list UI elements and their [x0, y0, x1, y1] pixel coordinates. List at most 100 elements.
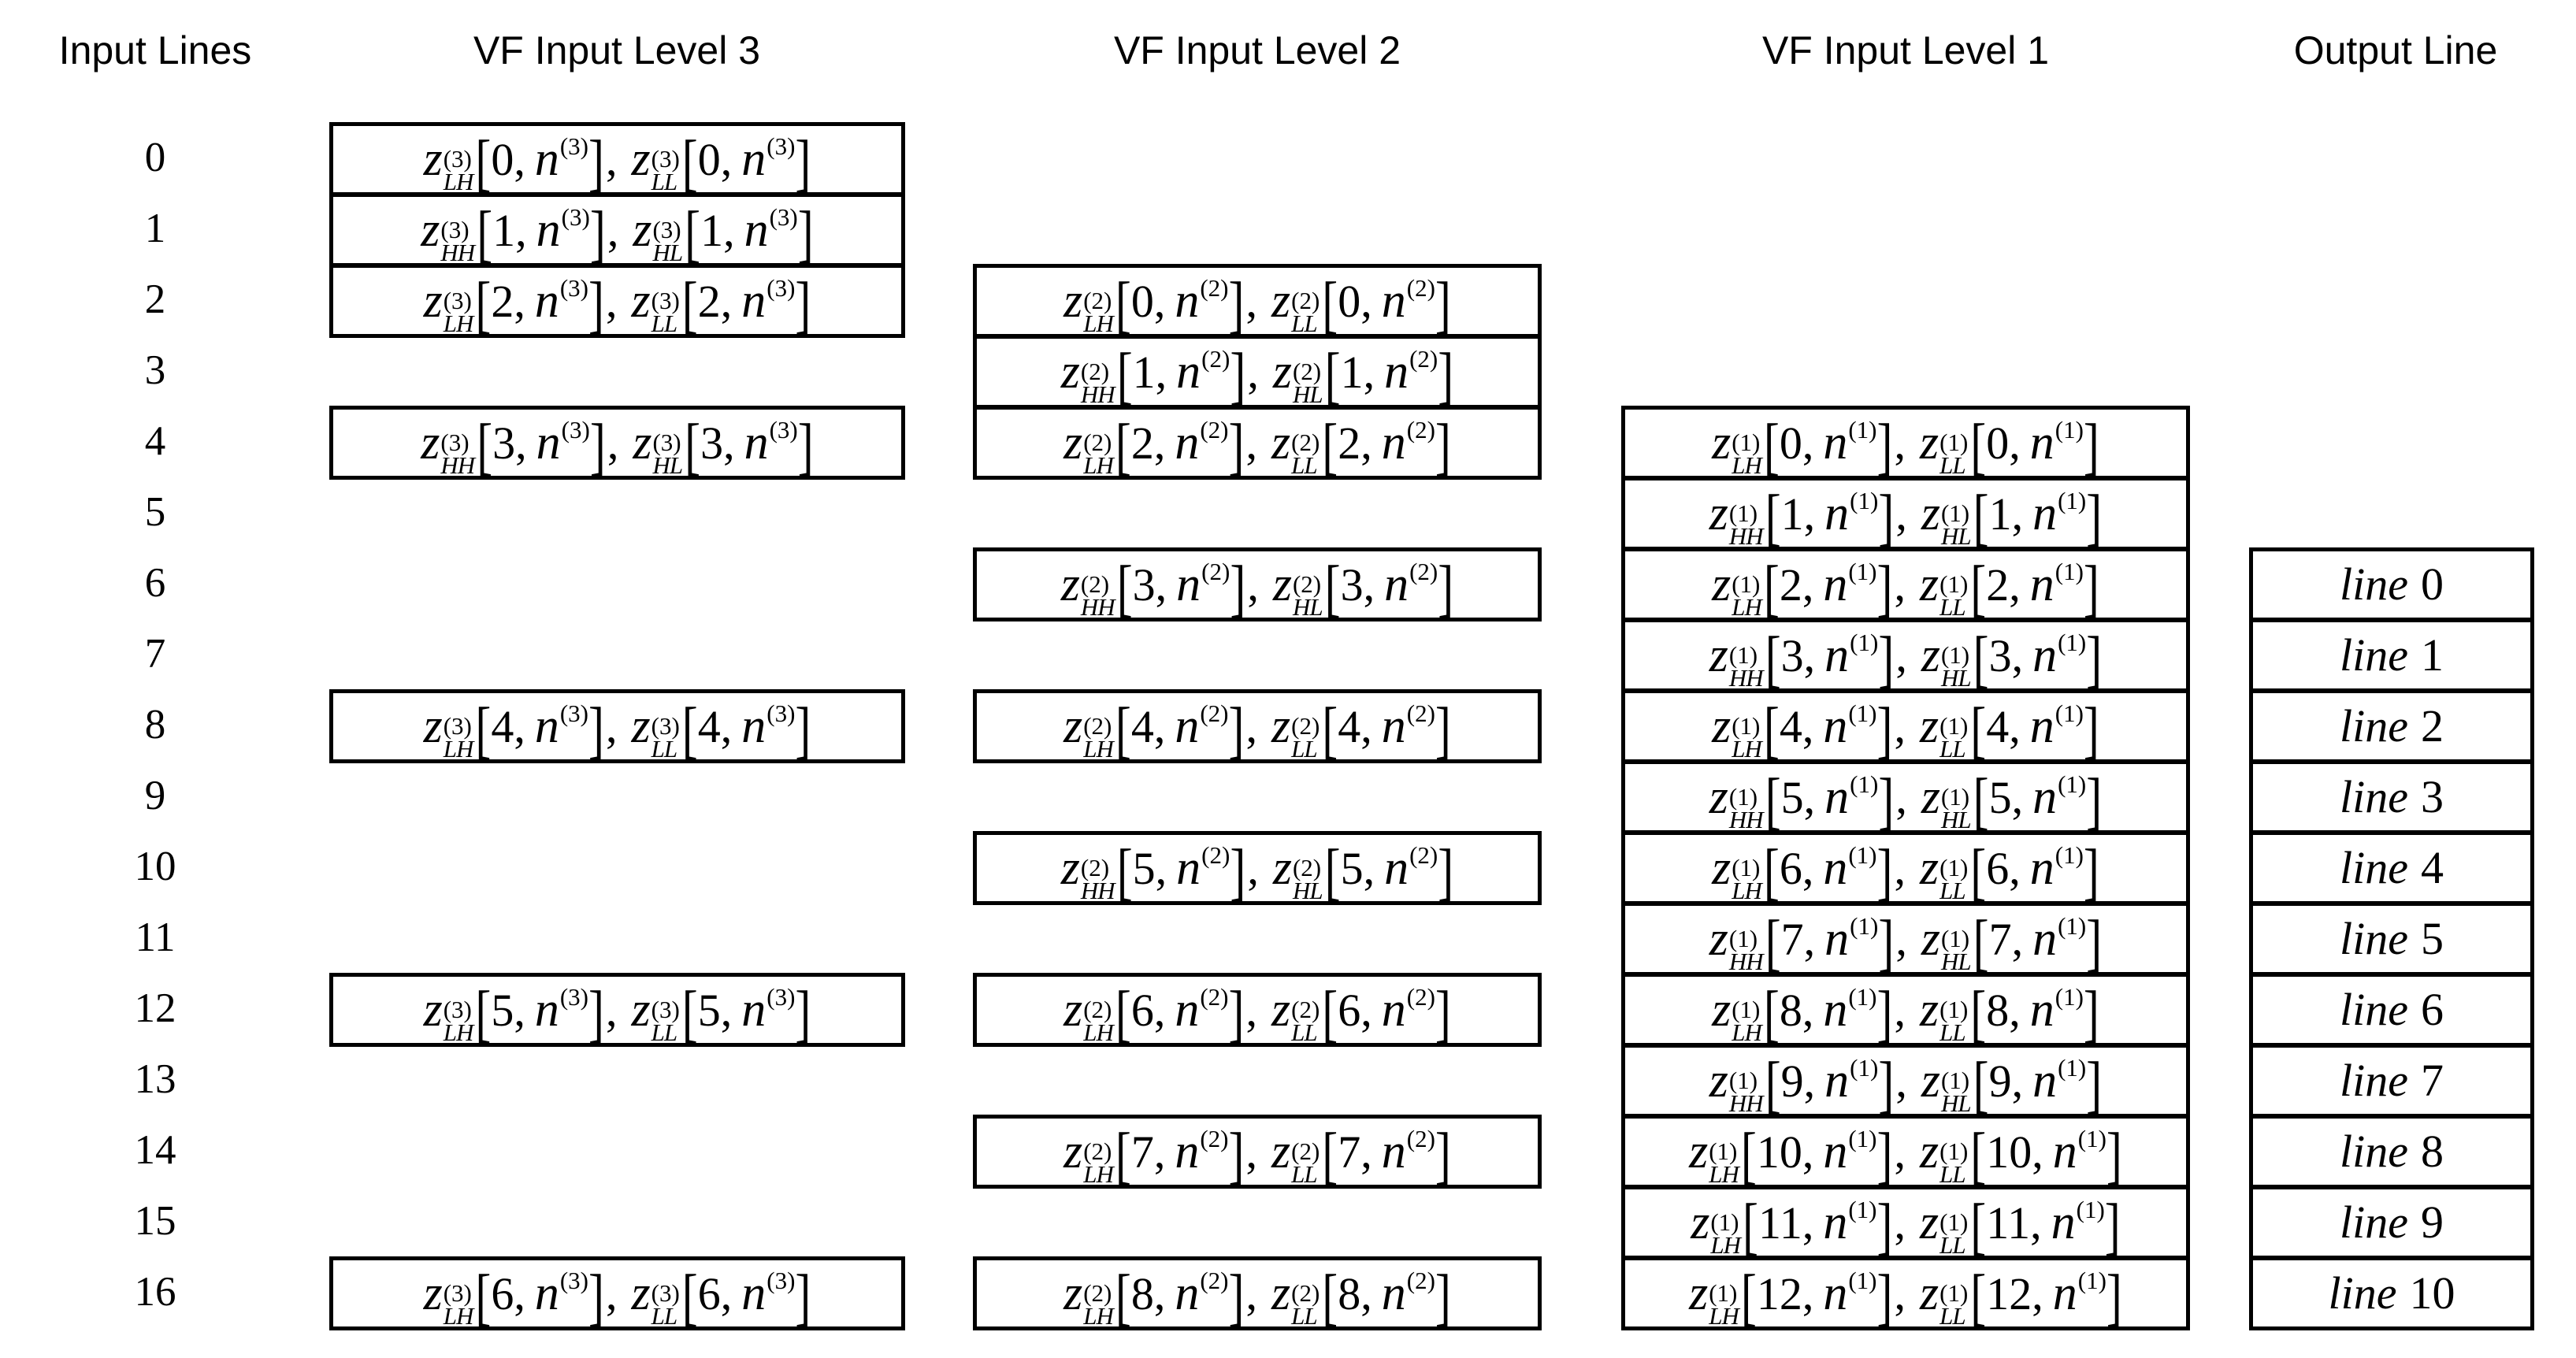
coefficient-symbol: z: [1060, 558, 1080, 611]
output-line-number: 8: [2420, 1126, 2444, 1177]
close-bracket-glyph: ]: [589, 410, 606, 480]
sample-symbol: n: [534, 983, 559, 1037]
formula-box-level1-row8: z(1)LH[4,n(1)],z(1)LL[4,n(1)]: [1621, 689, 2190, 763]
open-bracket-glyph: [: [1973, 1048, 1989, 1118]
sample-symbol: n: [1176, 558, 1201, 611]
comma-glyph: ,: [1247, 347, 1259, 398]
formula-box-level1-row6: z(1)LH[2,n(1)],z(1)LL[2,n(1)]: [1621, 547, 2190, 621]
sample-symbol: n: [1824, 487, 1850, 540]
output-line-word: line: [2340, 984, 2408, 1035]
comma-glyph: ,: [1245, 701, 1257, 752]
coefficient-term: z(1)LH[0,n(1)]: [1712, 414, 1892, 477]
formula-box-level3-row8: z(3)LH[4,n(3)],z(3)LL[4,n(3)]: [329, 689, 905, 763]
coefficient-term: z(1)LH[10,n(1)]: [1689, 1123, 1892, 1185]
close-bracket-glyph: ]: [2086, 481, 2103, 551]
level-superscript: (1): [1939, 853, 1969, 881]
level-subband-script: (1)LL: [1939, 714, 1968, 759]
line-index: 3: [1988, 630, 2012, 681]
input-line-number-16: 16: [134, 1269, 176, 1315]
level-superscript: (2): [1201, 345, 1230, 373]
subband-subscript: LL: [651, 168, 677, 196]
subband-subscript: LH: [1083, 451, 1114, 480]
input-line-number-0: 0: [144, 135, 166, 180]
comma-glyph: ,: [1360, 1268, 1372, 1319]
level-superscript: (3): [769, 416, 798, 443]
line-index: 12: [1986, 1268, 2032, 1319]
close-bracket-glyph: ]: [588, 1261, 604, 1330]
coefficient-term: z(1)HH[9,n(1)]: [1709, 1052, 1895, 1115]
close-bracket-glyph: ]: [588, 127, 604, 196]
comma-glyph: ,: [1245, 276, 1257, 327]
comma-glyph: ,: [1894, 1197, 1906, 1249]
comma-glyph: ,: [514, 701, 525, 752]
level-superscript: (2): [1080, 853, 1110, 881]
line-index: 12: [1756, 1268, 1802, 1319]
line-index: 8: [1338, 1268, 1361, 1319]
close-bracket-glyph: ]: [589, 198, 606, 267]
level-superscript: (1): [1850, 1054, 1879, 1082]
level-superscript: (1): [1848, 416, 1877, 443]
coefficient-symbol: z: [1271, 983, 1291, 1037]
comma-glyph: ,: [607, 417, 619, 469]
comma-glyph: ,: [1802, 701, 1814, 752]
open-bracket-glyph: [: [1116, 340, 1133, 409]
open-bracket-glyph: [: [1115, 978, 1131, 1047]
open-bracket-glyph: [: [685, 198, 701, 267]
subband-subscript: LL: [1291, 1160, 1317, 1189]
coefficient-term: z(3)LH[4,n(3)]: [424, 698, 604, 760]
level-superscript: (1): [2054, 558, 2084, 585]
level-superscript: (1): [2054, 699, 2084, 727]
open-bracket-glyph: [: [1115, 410, 1131, 480]
coefficient-term: z(3)LL[6,n(3)]: [631, 1265, 811, 1327]
close-bracket-glyph: ]: [1435, 694, 1451, 763]
level-superscript: (2): [1291, 428, 1320, 456]
coefficient-symbol: z: [1063, 1125, 1083, 1178]
close-bracket-glyph: ]: [1435, 1119, 1451, 1189]
comma-glyph: ,: [1247, 559, 1259, 610]
level-subband-script: (2)HH: [1080, 853, 1115, 901]
level-subband-script: (2)LL: [1291, 1139, 1320, 1189]
line-index: 0: [1338, 276, 1361, 327]
line-index: 7: [1780, 914, 1804, 965]
output-line-number: 6: [2420, 984, 2444, 1035]
comma-glyph: ,: [1895, 1056, 1907, 1107]
formula-box-level2-row14: z(2)LH[7,n(2)],z(2)LL[7,n(2)]: [973, 1115, 1542, 1189]
close-bracket-glyph: ]: [1435, 978, 1451, 1047]
coefficient-term: z(1)HL[9,n(1)]: [1921, 1052, 2102, 1115]
open-bracket-glyph: [: [1970, 552, 1987, 621]
line-index: 8: [1130, 1268, 1154, 1319]
close-bracket-glyph: ]: [2086, 1048, 2103, 1118]
comma-glyph: ,: [1360, 701, 1372, 752]
level-subband-script: (2)LL: [1291, 997, 1320, 1043]
comma-glyph: ,: [723, 417, 735, 469]
comma-glyph: ,: [605, 1268, 618, 1319]
output-line-number: 2: [2420, 700, 2444, 751]
comma-glyph: ,: [1802, 559, 1814, 610]
sample-symbol: n: [534, 1267, 559, 1320]
line-index: 6: [1986, 843, 2010, 894]
level-subband-script: (1)LH: [1732, 997, 1762, 1043]
coefficient-symbol: z: [1919, 558, 1939, 611]
open-bracket-glyph: [: [1765, 765, 1781, 834]
level-subband-script: (1)HL: [1941, 643, 1972, 688]
subband-subscript: LL: [651, 310, 677, 338]
sample-symbol: n: [2032, 770, 2058, 824]
close-bracket-glyph: ]: [1228, 1119, 1245, 1189]
close-bracket-glyph: ]: [2083, 552, 2099, 621]
coefficient-symbol: z: [1271, 416, 1291, 469]
sample-symbol: n: [2029, 699, 2054, 753]
coefficient-term: z(1)LL[4,n(1)]: [1920, 698, 2099, 760]
close-bracket-glyph: ]: [588, 978, 604, 1047]
line-index: 2: [1130, 417, 1154, 469]
sample-symbol: n: [1381, 416, 1406, 469]
line-index: 11: [1758, 1197, 1802, 1249]
subband-subscript: HH: [1728, 664, 1764, 692]
subband-subscript: LL: [1291, 451, 1317, 480]
line-index: 0: [491, 134, 514, 185]
subband-subscript: LH: [1083, 310, 1114, 338]
close-bracket-glyph: ]: [795, 1261, 811, 1330]
close-bracket-glyph: ]: [1876, 1119, 1893, 1189]
level-superscript: (3): [559, 699, 588, 727]
